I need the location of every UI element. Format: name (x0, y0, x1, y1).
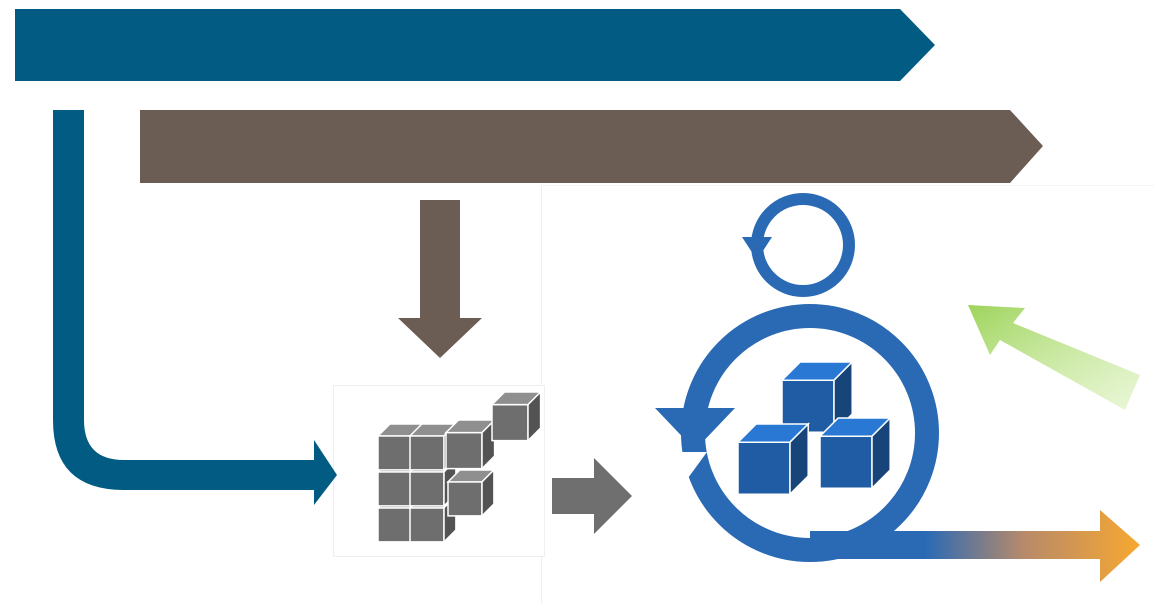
gray-cube (446, 468, 496, 518)
stacked-gray-cubes-icon (376, 390, 543, 544)
blue-cube-top (780, 360, 855, 435)
gray-cube-tilted (444, 418, 497, 471)
blue-cube-right (818, 416, 893, 491)
brown-arrow (140, 110, 1043, 183)
gray-right-arrow (552, 458, 632, 534)
blue-cubes-icon (736, 360, 893, 497)
small-circular-arrow-icon (742, 193, 855, 297)
blue-cube-left (736, 422, 811, 497)
gray-cube-loose (490, 390, 543, 443)
teal-elbow-arrow (53, 110, 337, 505)
green-incoming-arrow (968, 305, 1140, 410)
output-arrow (810, 510, 1140, 582)
brown-down-arrow (398, 200, 482, 358)
top-teal-arrow (15, 9, 935, 81)
